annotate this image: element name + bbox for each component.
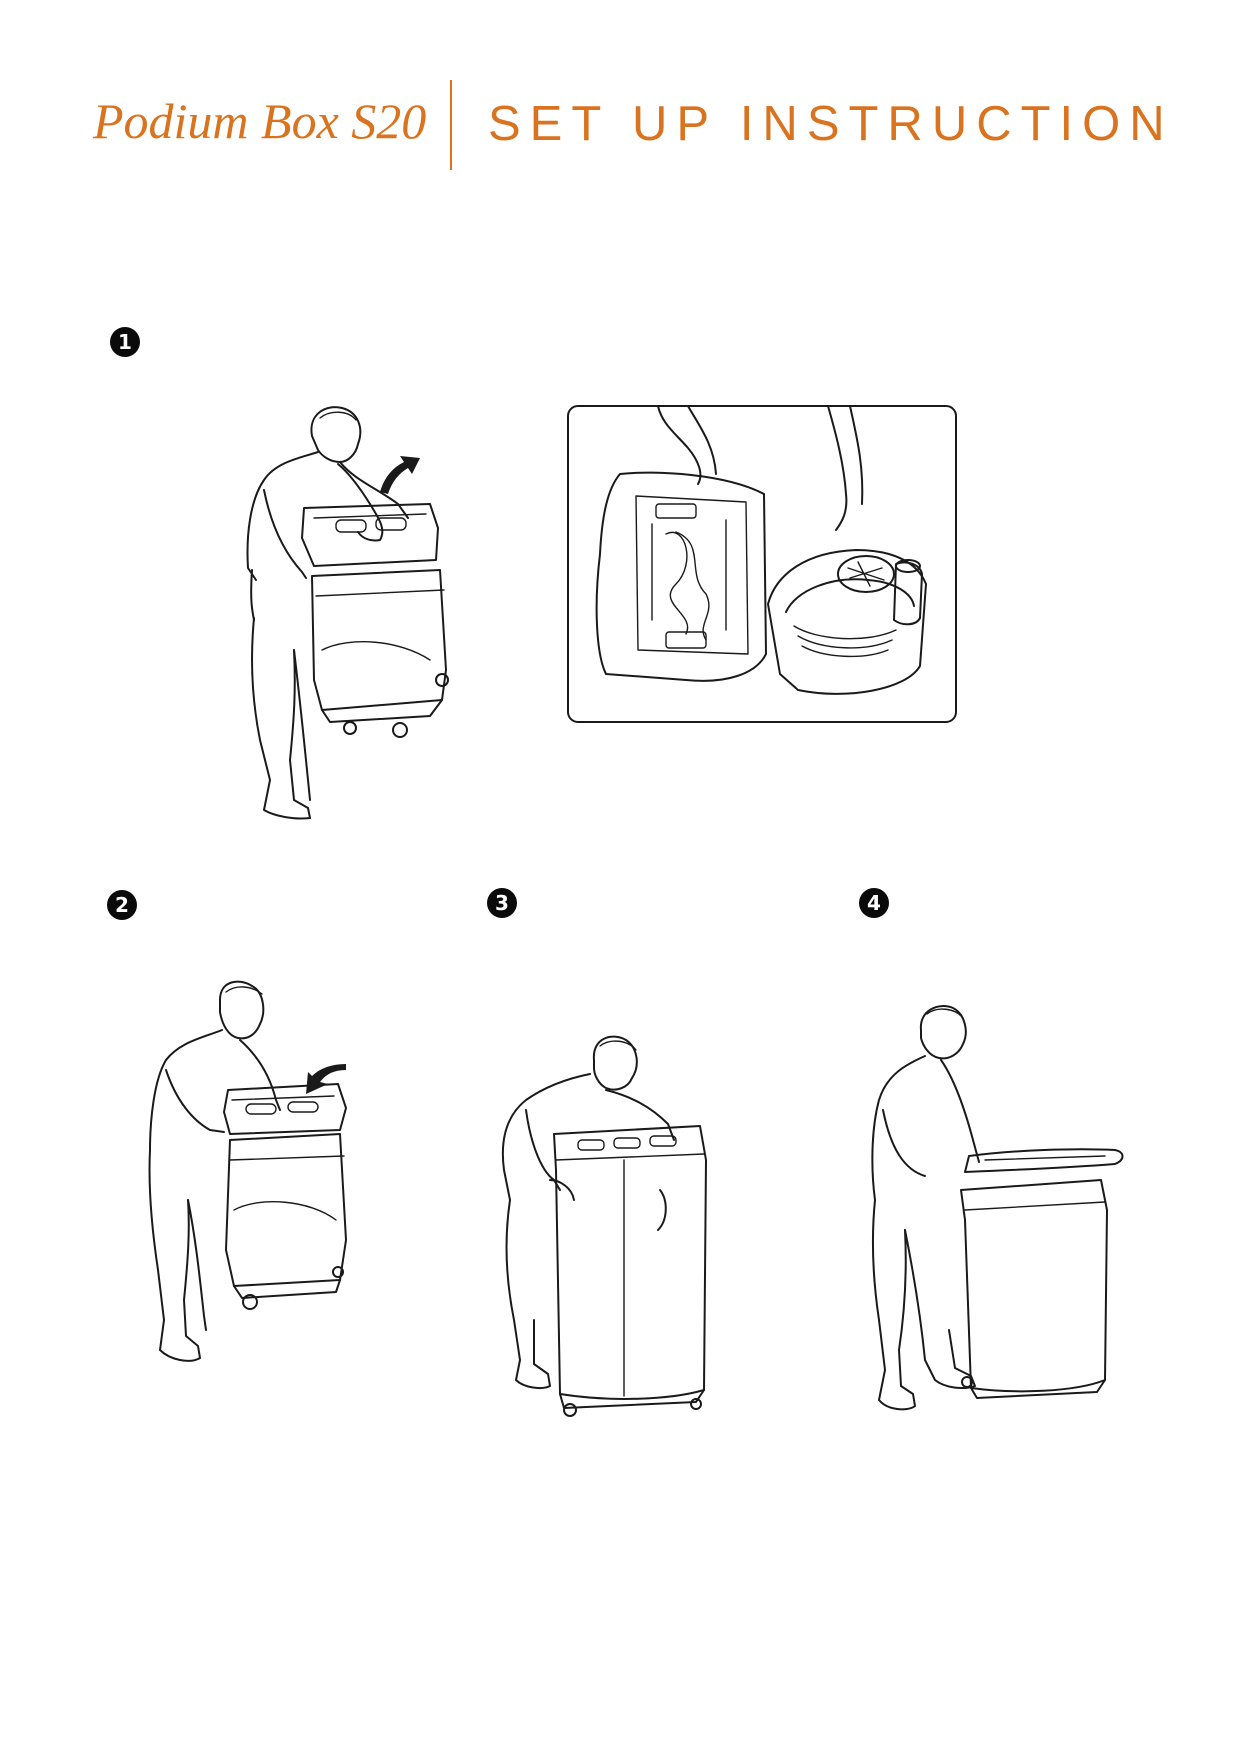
step-2-number: 2 [115, 893, 129, 917]
step-3-extend-case-illustration [490, 1030, 730, 1430]
page-title: SET UP INSTRUCTION [488, 97, 1174, 151]
step-2-badge: 2 [107, 890, 137, 920]
step-1-lift-lid-illustration [230, 400, 470, 840]
step-3-number: 3 [495, 891, 509, 915]
step-1-badge: 1 [110, 327, 140, 357]
step-2-place-lid-illustration [140, 980, 380, 1420]
step-4-badge: 4 [859, 888, 889, 918]
product-name: Podium Box S20 [93, 93, 427, 149]
step-1-open-case-detail [566, 404, 958, 724]
step-4-place-top-illustration [865, 1000, 1145, 1470]
step-4-number: 4 [867, 891, 881, 915]
step-1-number: 1 [118, 330, 132, 354]
header-divider [450, 80, 452, 170]
step-3-badge: 3 [487, 888, 517, 918]
